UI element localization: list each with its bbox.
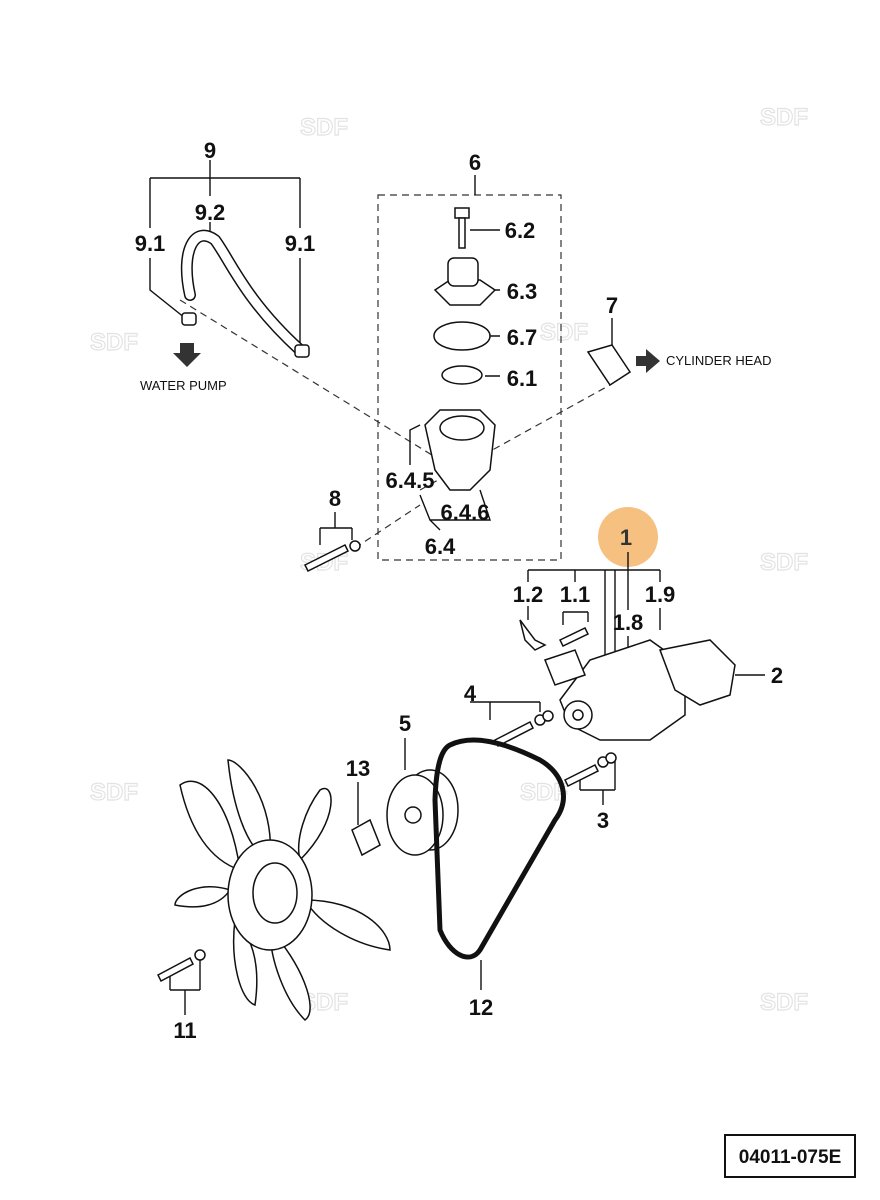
spacer-13 xyxy=(351,818,381,857)
label-5: 5 xyxy=(399,711,411,736)
label-3: 3 xyxy=(597,808,609,833)
label-1-9: 1.9 xyxy=(645,582,676,607)
svg-text:SDF: SDF xyxy=(760,104,808,131)
label-6-4-5: 6.4.5 xyxy=(386,468,435,493)
note-cylinder-head: CYLINDER HEAD xyxy=(666,353,771,368)
assembly-line xyxy=(179,299,441,461)
highlight-marker xyxy=(598,507,658,567)
bolt-6-2 xyxy=(454,207,470,249)
callout-labels: 9 9.2 9.1 9.1 6 6.2 6.3 6.7 6.1 7 6.4.5 … xyxy=(135,138,783,1043)
label-1-1: 1.1 xyxy=(560,582,591,607)
svg-text:SDF: SDF xyxy=(760,549,808,576)
outlet-6-3 xyxy=(433,257,497,306)
arrow-down-icon xyxy=(173,343,201,367)
svg-text:SDF: SDF xyxy=(760,989,808,1016)
label-6-7: 6.7 xyxy=(507,325,538,350)
label-6: 6 xyxy=(469,150,481,175)
label-9-1: 9.1 xyxy=(135,231,166,256)
label-7: 7 xyxy=(606,293,618,318)
group-6-box xyxy=(377,194,562,561)
label-12: 12 xyxy=(469,995,493,1020)
bolts-3 xyxy=(563,752,617,788)
gasket-6-7 xyxy=(433,321,491,351)
gasket-7 xyxy=(586,344,632,387)
label-9: 9 xyxy=(204,138,216,163)
label-6-4: 6.4 xyxy=(425,534,456,559)
label-1-2: 1.2 xyxy=(513,582,544,607)
bolts-4 xyxy=(493,710,554,748)
label-9-2: 9.2 xyxy=(195,200,226,225)
label-1: 1 xyxy=(620,525,632,550)
label-1-8: 1.8 xyxy=(613,610,644,635)
gasket-2 xyxy=(658,639,736,706)
drawing-code: 04011-075E xyxy=(739,1147,842,1168)
assembly-line xyxy=(354,504,421,549)
label-4: 4 xyxy=(464,681,477,706)
svg-text:SDF: SDF xyxy=(90,329,138,356)
thermostat-6-1 xyxy=(441,365,483,385)
label-6-1: 6.1 xyxy=(507,366,538,391)
svg-text:SDF: SDF xyxy=(540,319,588,346)
arrow-right-icon xyxy=(636,349,660,373)
label-6-2: 6.2 xyxy=(505,218,536,243)
water-pump-1 xyxy=(519,619,686,741)
bolt-8 xyxy=(303,540,361,573)
label-6-3: 6.3 xyxy=(507,279,538,304)
label-11: 11 xyxy=(173,1018,196,1043)
label-13: 13 xyxy=(346,756,370,781)
label-8: 8 xyxy=(329,486,341,511)
drawing-code-box: 04011-075E xyxy=(724,1134,856,1178)
housing-6-4 xyxy=(424,409,496,491)
label-9-1: 9.1 xyxy=(285,231,316,256)
v-belt-12 xyxy=(432,737,566,960)
bolt-11 xyxy=(157,949,206,983)
label-6-4-6: 6.4.6 xyxy=(441,500,490,525)
svg-text:SDF: SDF xyxy=(300,114,348,141)
label-2: 2 xyxy=(771,663,783,688)
fan-11 xyxy=(174,759,391,1021)
hose-9-2 xyxy=(180,229,310,358)
note-water-pump: WATER PUMP xyxy=(140,378,227,393)
svg-text:SDF: SDF xyxy=(90,779,138,806)
pulley-5 xyxy=(386,769,459,856)
